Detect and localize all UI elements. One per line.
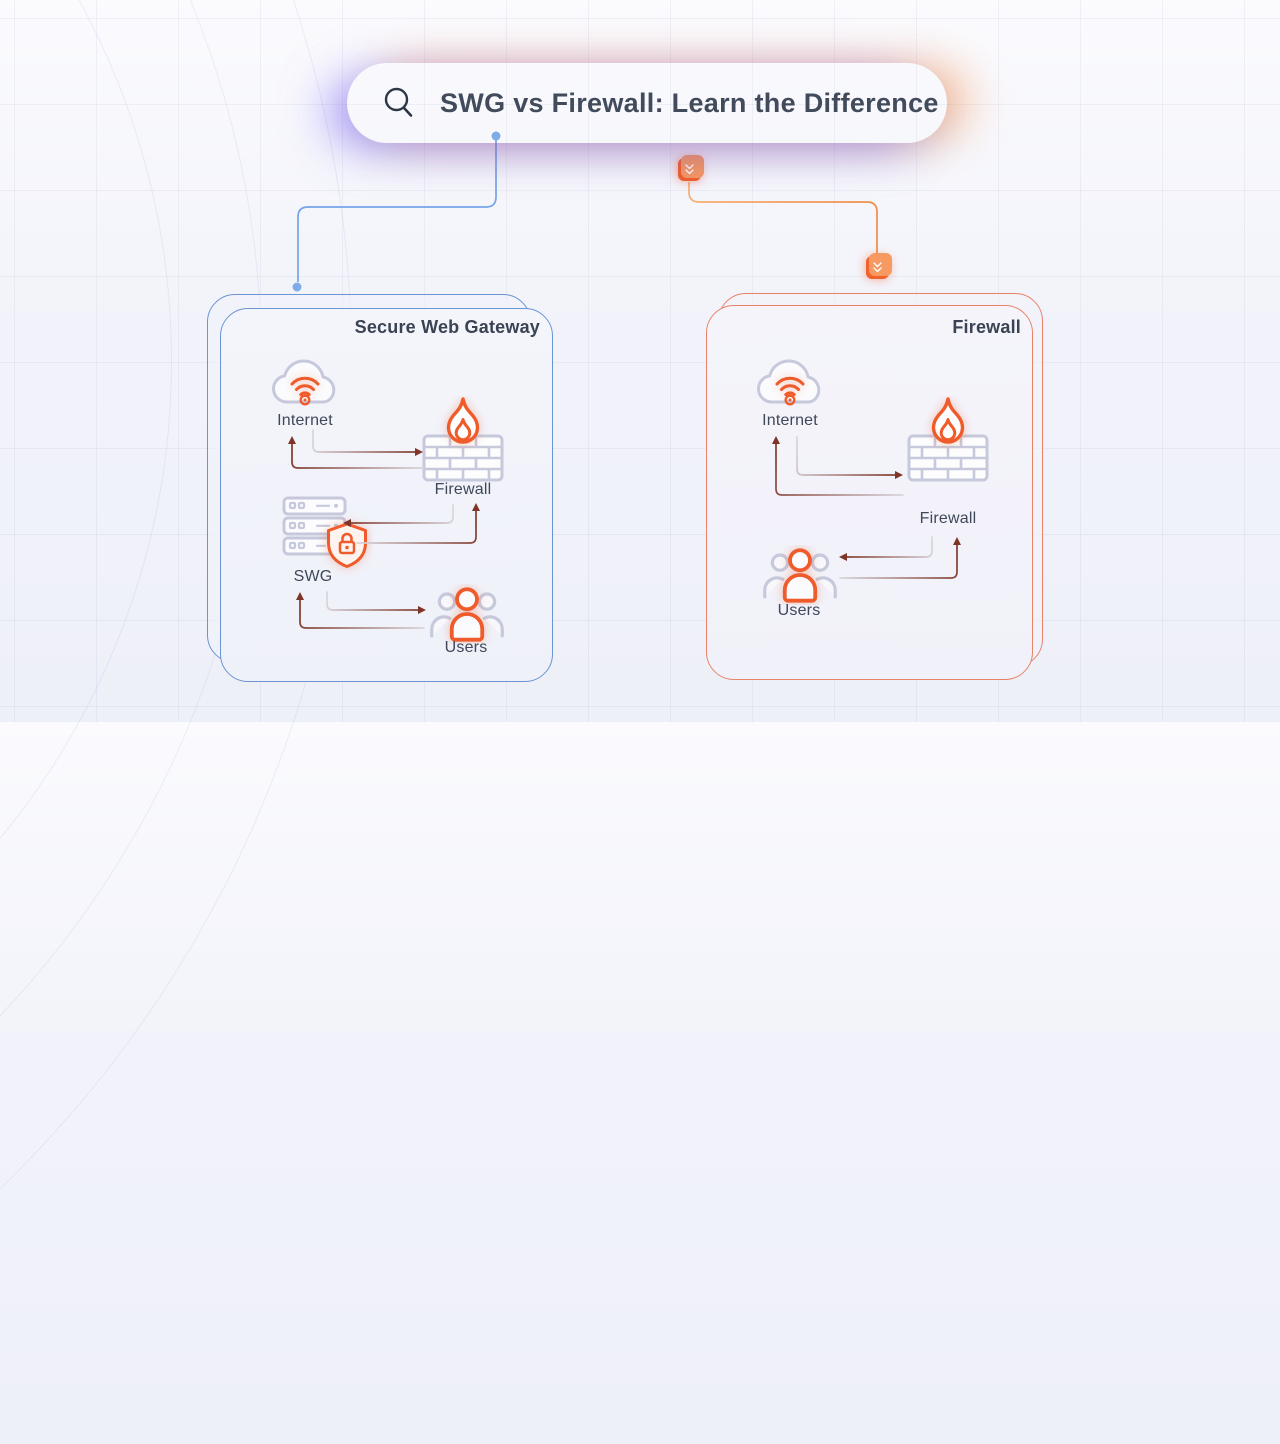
swg-label: SWG: [293, 568, 333, 585]
background-curve: [0, 0, 172, 1112]
internet-icon: [272, 359, 336, 406]
users-label: Users: [444, 639, 488, 656]
users-icon: [430, 587, 504, 642]
firewall-panel-title: Firewall: [952, 317, 1021, 337]
firewall-icon: [422, 397, 504, 482]
search-query[interactable]: SWG vs Firewall: Learn the Difference: [440, 87, 939, 118]
internet-icon: [757, 359, 821, 406]
search-bar[interactable]: SWG vs Firewall: Learn the Difference: [347, 63, 947, 143]
internet-label: Internet: [762, 412, 818, 429]
connector-search-to-swg-panel: [292, 131, 501, 292]
users-label: Users: [777, 602, 821, 619]
connector-search-to-firewall-panel: [688, 182, 878, 254]
firewall-label: Firewall: [919, 510, 977, 527]
swg-panel-title: Secure Web Gateway: [354, 317, 540, 337]
internet-label: Internet: [277, 412, 333, 429]
double-chevron-down-icon: [678, 158, 701, 181]
swg-icon: [282, 496, 367, 568]
background-curve: [0, 0, 352, 1444]
users-icon: [763, 548, 837, 603]
search-icon: [384, 87, 413, 117]
double-chevron-down-icon: [866, 256, 889, 279]
firewall-icon: [907, 397, 989, 482]
firewall-label: Firewall: [434, 481, 492, 498]
